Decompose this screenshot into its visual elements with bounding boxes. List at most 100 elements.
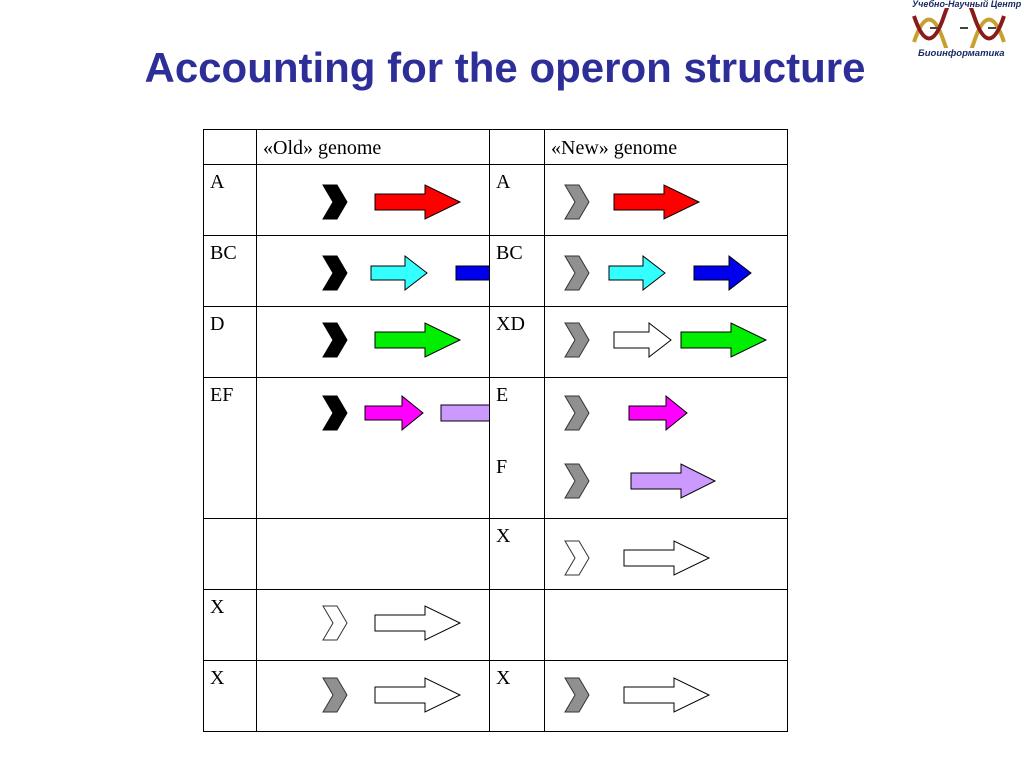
new-genes-cell (544, 164, 788, 236)
old-label-cell: EF (203, 377, 257, 519)
gene-a-arrow (374, 184, 462, 220)
gene-b-arrow (608, 254, 666, 292)
old-operon-label: X (210, 667, 225, 689)
old-operon-bc-graphic (322, 254, 489, 292)
new-label-cell: BC (489, 235, 545, 307)
table-row: X (203, 518, 788, 590)
old-genes-cell (256, 306, 490, 378)
promoter-gray-icon (564, 322, 590, 358)
new-operon-x-graphic (564, 540, 711, 576)
table-row: A A (203, 164, 788, 236)
new-genes-cell (544, 306, 788, 378)
gene-f-arrow (630, 463, 717, 499)
new-operon-label: X (496, 525, 511, 547)
table-row: X (203, 589, 788, 661)
gene-c-arrow (455, 265, 489, 281)
new-genes-cell (544, 235, 788, 307)
new-label-cell: A (489, 164, 545, 236)
old-operon-label: EF (210, 384, 234, 406)
new-operon-label: F (496, 456, 508, 478)
promoter-gray-icon (564, 184, 590, 220)
promoter-black-icon (322, 395, 348, 431)
slide-title: Accounting for the operon structure (144, 44, 866, 91)
gene-x-arrow (623, 677, 711, 713)
promoter-gray-icon (564, 463, 590, 499)
old-genome-header: «Old» genome (263, 137, 382, 159)
new-genes-cell (544, 518, 788, 590)
old-operon-ef-graphic (322, 394, 489, 432)
logo-line1: Учебно-Научный Центр (912, 0, 1022, 9)
new-operon-label: X (496, 667, 511, 689)
promoter-gray-icon (564, 677, 590, 713)
new-operon-label: BC (496, 242, 523, 264)
header-new-cell: «New» genome (544, 129, 788, 165)
old-label-cell: A (203, 164, 257, 236)
promoter-white-icon (322, 605, 348, 641)
operon-table: «Old» genome «New» genome A A (203, 129, 788, 732)
old-label-cell: BC (203, 235, 257, 307)
table-row: X X (203, 660, 788, 732)
old-operon-label: D (210, 313, 225, 335)
new-genes-cell (544, 377, 788, 519)
old-genes-cell (256, 589, 490, 661)
gene-d-arrow (680, 322, 768, 358)
gene-x-arrow (623, 540, 711, 576)
promoter-black-icon (322, 184, 348, 220)
old-operon-x-graphic (322, 677, 462, 713)
header-old-cell: «Old» genome (256, 129, 490, 165)
table-row: D XD (203, 306, 788, 378)
new-genes-cell (544, 589, 788, 661)
new-operon-bc-graphic (564, 254, 752, 292)
old-label-cell: X (203, 660, 257, 732)
gene-d-arrow (374, 322, 462, 358)
old-label-cell: X (203, 589, 257, 661)
old-label-cell (203, 518, 257, 590)
old-genes-cell (256, 235, 490, 307)
table-header-row: «Old» genome «New» genome (203, 129, 788, 165)
promoter-black-icon (322, 255, 348, 291)
gene-a-arrow (613, 184, 701, 220)
gene-e-arrow (628, 394, 688, 432)
old-genes-cell (256, 518, 490, 590)
new-genes-cell (544, 660, 788, 732)
logo: Учебно-Научный Центр Биоинформатика (906, 0, 1024, 66)
new-operon-label: E (496, 384, 509, 406)
gene-x-arrow (374, 605, 462, 641)
old-genes-cell (256, 377, 490, 519)
old-operon-label: X (210, 596, 225, 618)
old-operon-label: A (210, 171, 225, 193)
new-operon-e-f-graphic (564, 394, 717, 499)
gene-e-arrow (364, 394, 424, 432)
new-label-cell: X (489, 518, 545, 590)
table-row: BC BC (203, 235, 788, 307)
new-operon-a-graphic (564, 184, 701, 220)
promoter-gray-icon (564, 395, 590, 431)
new-operon-label: XD (496, 313, 525, 335)
promoter-gray-icon (322, 677, 348, 713)
new-genome-header: «New» genome (551, 137, 678, 159)
old-operon-x-graphic (322, 605, 462, 641)
new-label-cell: XD (489, 306, 545, 378)
header-blank-cell (489, 129, 545, 165)
gene-c-arrow (693, 254, 752, 292)
new-operon-xd-graphic (564, 321, 768, 359)
old-operon-a-graphic (322, 184, 462, 220)
new-label-cell (489, 589, 545, 661)
old-genes-cell (256, 660, 490, 732)
dna-helix-icon (912, 8, 1006, 48)
old-operon-label: BC (210, 242, 237, 264)
old-operon-d-graphic (322, 322, 462, 358)
promoter-black-icon (322, 322, 348, 358)
promoter-white-icon (564, 540, 590, 576)
table-row: EF E F (203, 377, 788, 519)
gene-x-arrow (374, 677, 462, 713)
logo-line2: Биоинформатика (918, 48, 1005, 59)
new-label-cell: X (489, 660, 545, 732)
new-operon-label: A (496, 171, 511, 193)
new-operon-x-graphic (564, 677, 711, 713)
gene-x-arrow (613, 321, 672, 359)
new-label-cell: E F (489, 377, 545, 519)
gene-f-arrow (440, 404, 489, 422)
promoter-gray-icon (564, 255, 590, 291)
old-genes-cell (256, 164, 490, 236)
